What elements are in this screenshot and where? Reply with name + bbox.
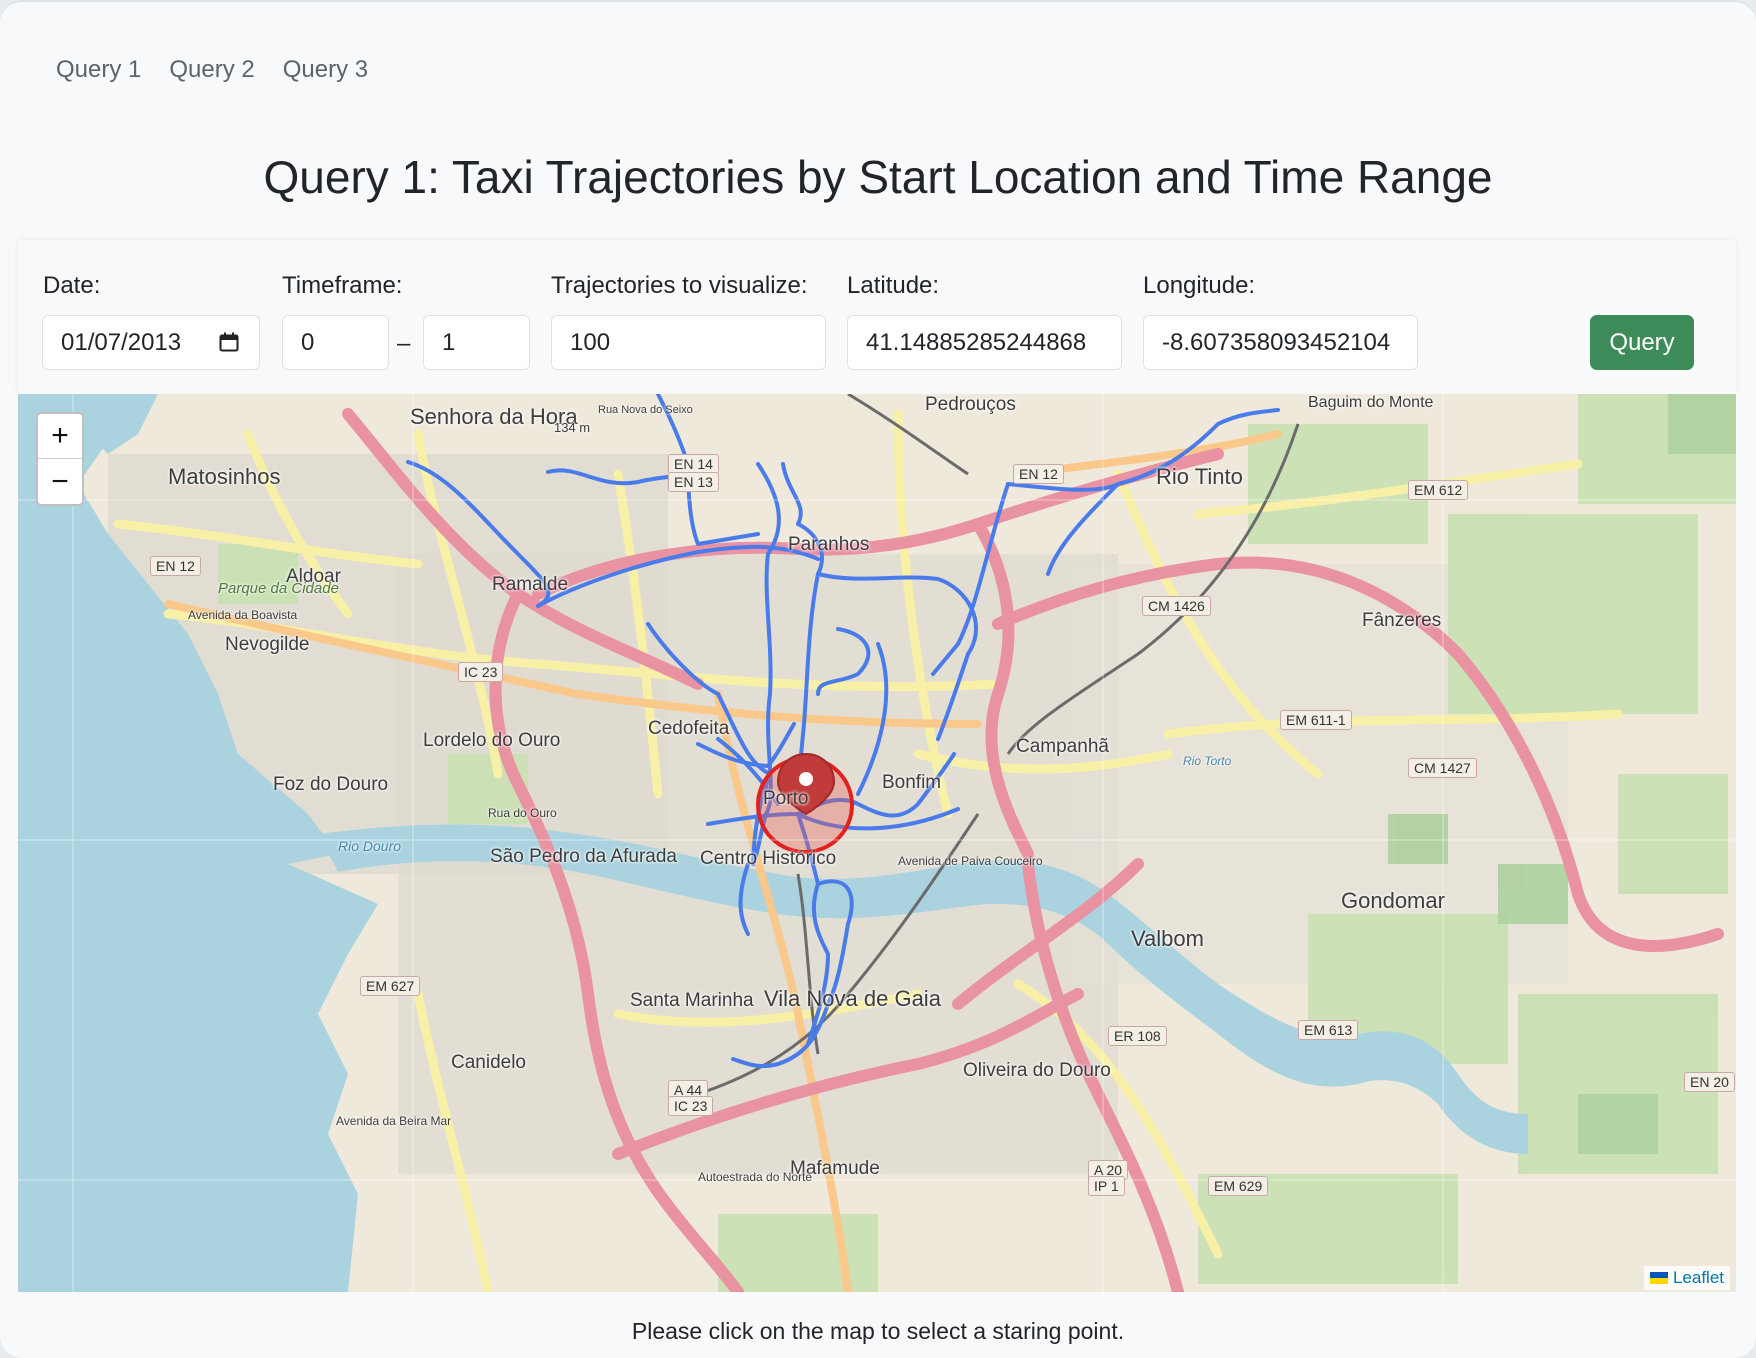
ukraine-flag-icon <box>1649 1272 1668 1284</box>
place-label: Lordelo do Ouro <box>423 730 561 751</box>
nav-query-3[interactable]: Query 3 <box>282 56 369 83</box>
map-tiles[interactable] <box>18 394 1736 1292</box>
place-label: Ramalde <box>492 574 569 595</box>
road-label: CM 1427 <box>1408 758 1477 778</box>
place-label: São Pedro da Afurada <box>490 846 677 867</box>
place-label: Mafamude <box>790 1158 880 1179</box>
latitude-input[interactable]: 41.14885285244868 <box>847 315 1122 370</box>
calendar-icon[interactable] <box>219 332 239 352</box>
timeframe-end-input[interactable]: 1 <box>423 315 530 370</box>
place-label: Rua Nova do Seixo <box>598 404 693 416</box>
place-label: Vila Nova de Gaia <box>764 986 941 1011</box>
map-view[interactable]: Senhora da Hora Matosinhos Pedrouços Bag… <box>18 394 1736 1292</box>
place-label: Centro Histórico <box>700 848 837 869</box>
place-label: Avenida de Paiva Couceiro <box>898 854 1043 868</box>
timeframe-end-value: 1 <box>442 328 456 356</box>
road-label: EN 14 <box>668 454 719 474</box>
place-label: Pedrouços <box>925 394 1016 415</box>
place-label: Aldoar <box>286 566 341 587</box>
location-marker-icon <box>776 752 836 816</box>
road-label: EN 12 <box>150 556 201 576</box>
place-label: Parque da Cidade <box>218 580 339 597</box>
road-label: EN 20 <box>1684 1072 1735 1092</box>
place-label: Campanhã <box>1016 736 1109 757</box>
nav-query-2[interactable]: Query 2 <box>169 56 255 83</box>
latitude-value: 41.14885285244868 <box>866 328 1087 356</box>
road-label: A 44 <box>668 1080 709 1100</box>
place-label: Canidelo <box>451 1052 526 1073</box>
road-label: CM 1426 <box>1142 596 1211 616</box>
timeframe-label: Timeframe: <box>282 272 403 299</box>
leaflet-link[interactable]: Leaflet <box>1672 1268 1724 1287</box>
place-label: Bonfim <box>882 772 942 793</box>
date-value: 01/07/2013 <box>61 328 182 356</box>
latitude-label: Latitude: <box>847 272 940 299</box>
road-label: EM 627 <box>360 976 421 996</box>
place-label: Avenida da Boavista <box>188 608 298 622</box>
road-label: IP 1 <box>1088 1176 1125 1196</box>
place-label: Fânzeres <box>1362 610 1442 631</box>
zoom-out-button[interactable]: − <box>51 464 69 498</box>
place-label: Santa Marinha <box>630 990 754 1011</box>
map-attribution: Leaflet <box>1643 1266 1730 1290</box>
road-label: EN 12 <box>1013 464 1064 484</box>
longitude-value: -8.607358093452104 <box>1162 328 1391 356</box>
place-label: Rio Douro <box>338 838 402 854</box>
place-label: Rua do Ouro <box>488 806 557 820</box>
map-hint: Please click on the map to select a star… <box>631 1318 1125 1344</box>
query-nav: Query 1 Query 2 Query 3 <box>42 52 382 88</box>
zoom-control: + − <box>36 412 84 506</box>
trajectories-value: 100 <box>570 328 611 356</box>
place-label: Baguim do Monte <box>1308 394 1434 411</box>
nav-query-1[interactable]: Query 1 <box>56 56 142 83</box>
road-label: EM 611-1 <box>1280 710 1352 730</box>
road-label: EM 629 <box>1208 1176 1269 1196</box>
road-label: EM 612 <box>1408 480 1469 500</box>
trajectories-label: Trajectories to visualize: <box>551 272 808 299</box>
place-label: Porto <box>763 788 809 809</box>
place-label: Senhora da Hora <box>410 404 578 429</box>
road-label: EM 613 <box>1298 1020 1359 1040</box>
place-label: Gondomar <box>1341 888 1445 913</box>
zoom-in-button[interactable]: + <box>38 414 82 459</box>
query-button[interactable]: Query <box>1590 315 1694 370</box>
place-label: Rio Tinto <box>1156 464 1243 489</box>
road-label: IC 23 <box>668 1096 714 1116</box>
longitude-input[interactable]: -8.607358093452104 <box>1143 315 1418 370</box>
place-label: Avenida da Beira Mar <box>336 1114 452 1128</box>
place-label: Oliveira do Douro <box>963 1060 1111 1081</box>
place-label: Autoestrada do Norte <box>698 1170 813 1184</box>
place-label: Nevogilde <box>225 634 310 655</box>
place-label: Foz do Douro <box>273 774 389 795</box>
query-form: Date: 01/07/2013 Timeframe: 0 – 1 Trajec… <box>18 240 1736 394</box>
road-label: IC 23 <box>458 662 504 682</box>
timeframe-separator: – <box>397 330 411 357</box>
place-label: Valbom <box>1131 926 1204 951</box>
date-input[interactable]: 01/07/2013 <box>42 315 260 370</box>
place-label: 134 m <box>554 420 591 435</box>
road-label: ER 108 <box>1108 1026 1167 1046</box>
timeframe-start-input[interactable]: 0 <box>282 315 389 370</box>
longitude-label: Longitude: <box>1143 272 1256 299</box>
date-label: Date: <box>43 272 101 299</box>
place-label: Rio Torto <box>1183 754 1232 768</box>
page-title: Query 1: Taxi Trajectories by Start Loca… <box>263 151 1493 203</box>
timeframe-start-value: 0 <box>301 328 315 356</box>
trajectories-input[interactable]: 100 <box>551 315 826 370</box>
place-label: Paranhos <box>788 534 870 555</box>
place-label: Cedofeita <box>648 718 730 739</box>
place-label: Matosinhos <box>168 464 281 489</box>
road-label: EN 13 <box>668 472 719 492</box>
